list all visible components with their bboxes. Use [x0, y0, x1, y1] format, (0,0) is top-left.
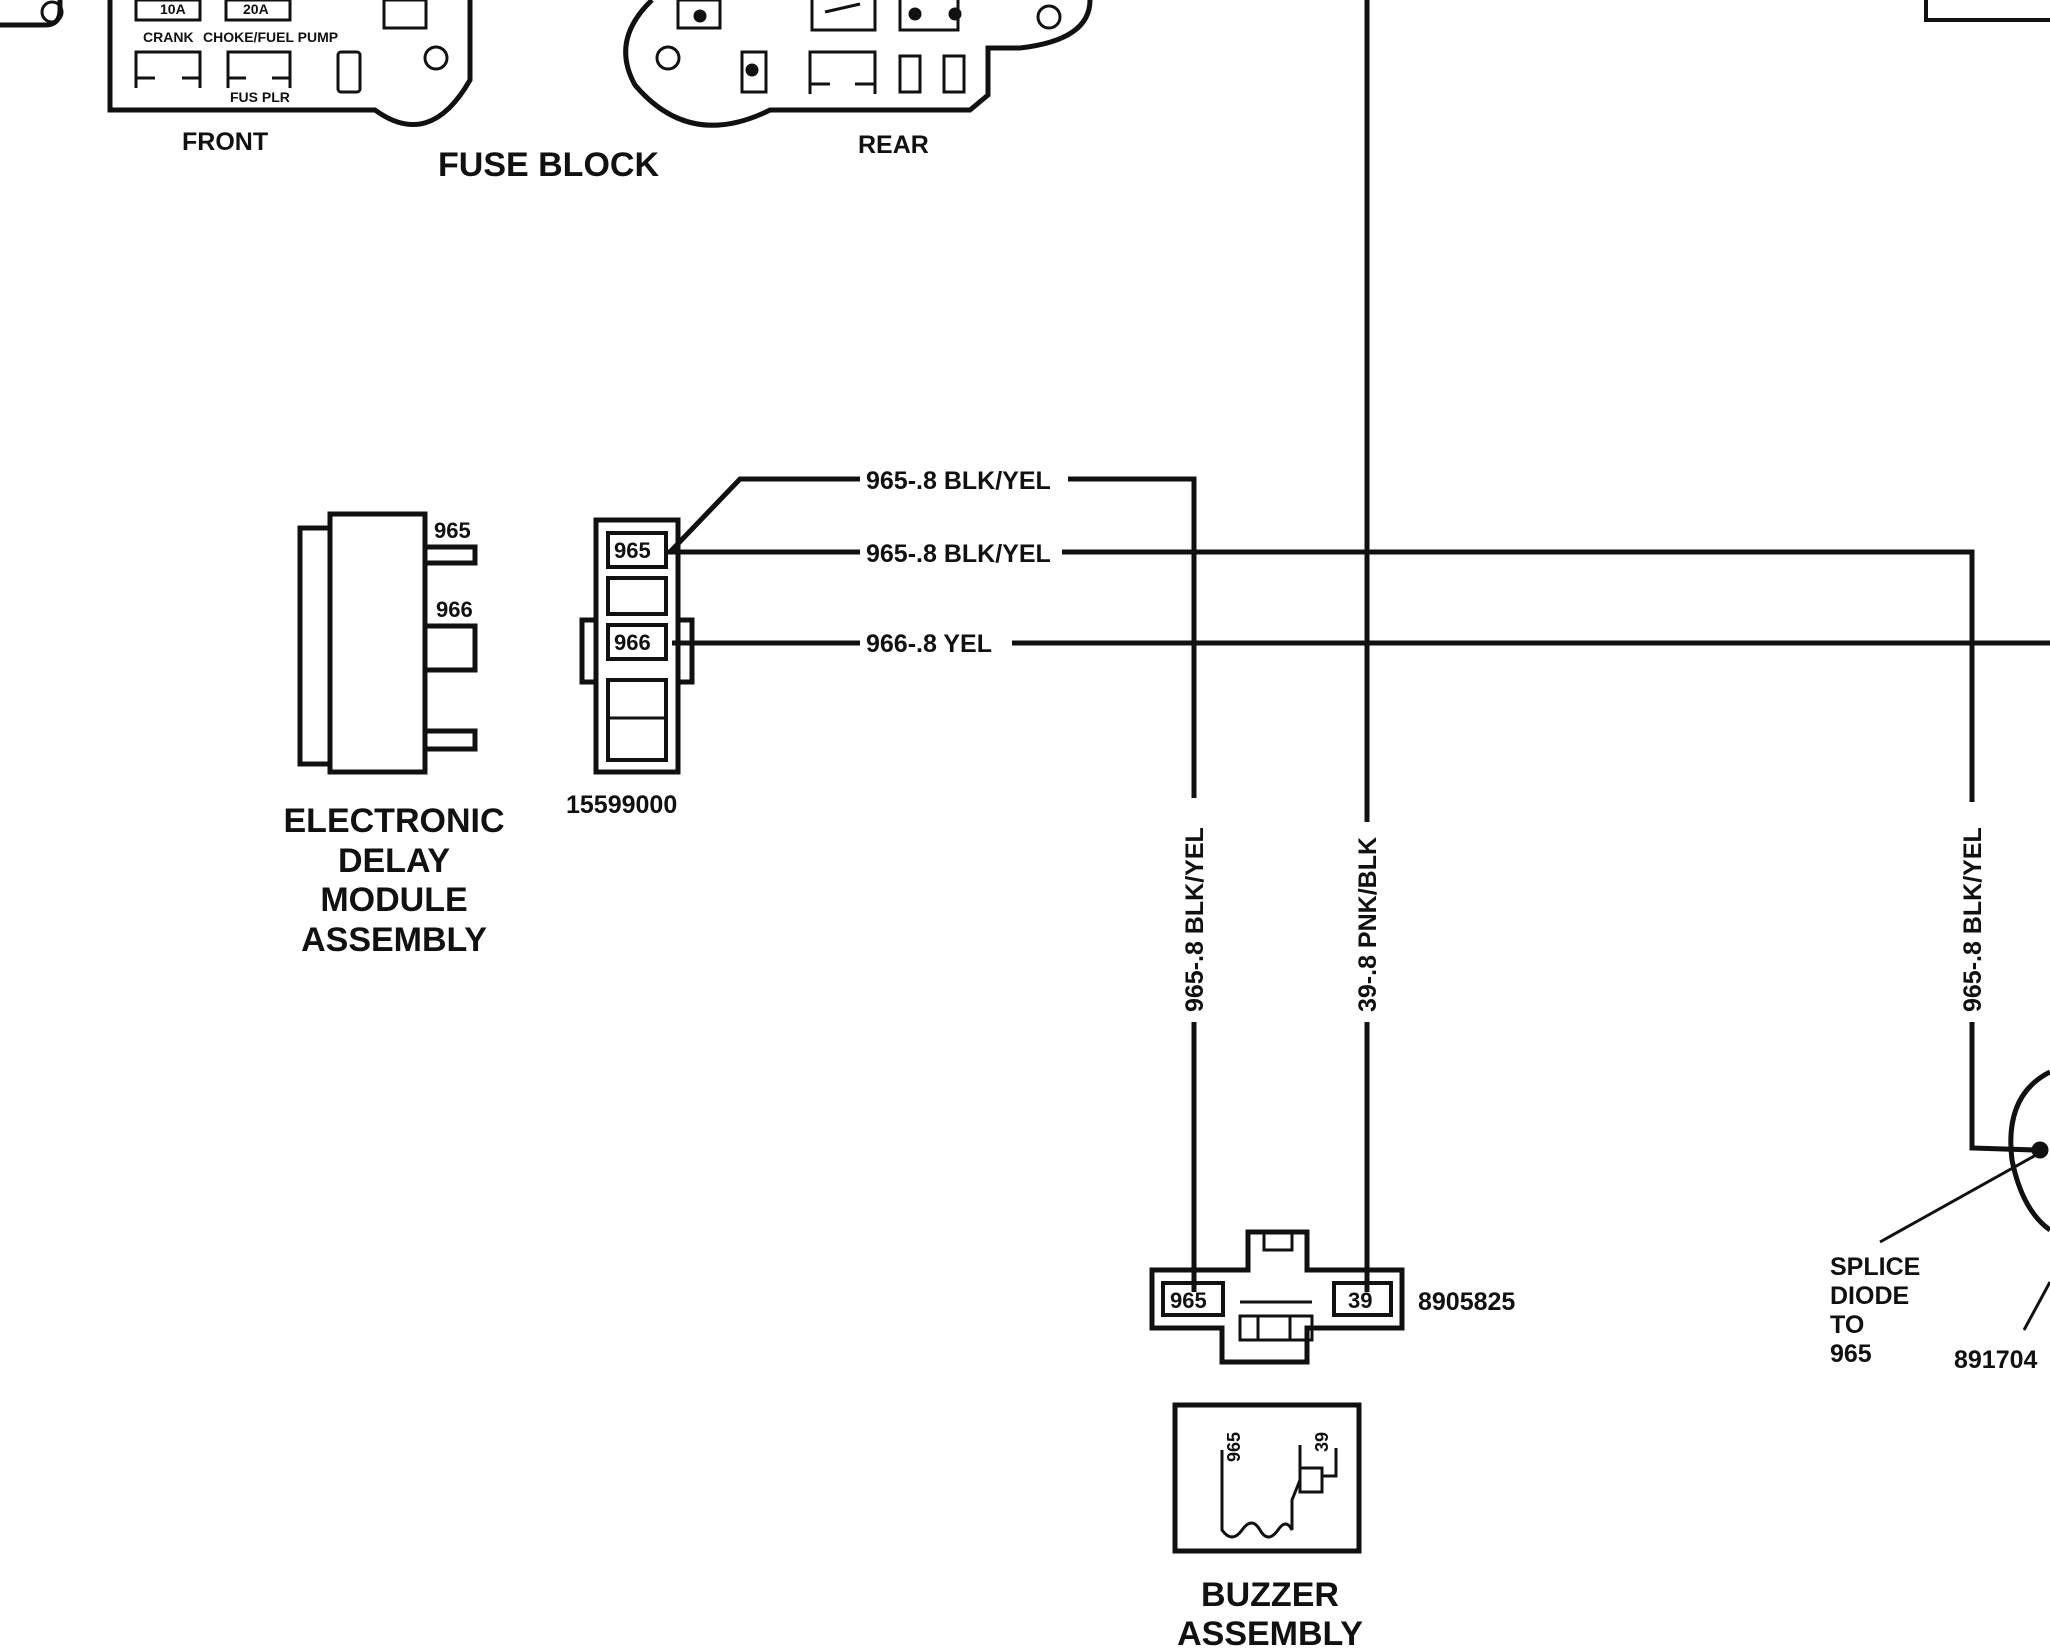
delay-connector-cavity	[606, 623, 668, 661]
relay-slot-icon	[810, 0, 877, 32]
buzzer-connector-part-number: 8905825	[1418, 1288, 1515, 1316]
delay-module-title-line: MODULE	[320, 881, 467, 919]
fuse-block-rear-outline	[623, 0, 1093, 128]
fuse-slot-icon	[676, 0, 722, 30]
buzzer-connector-terminal-label: 965	[1170, 1288, 1207, 1313]
fuse-circuit-label: CHOKE/FUEL PUMP	[203, 29, 338, 45]
splice-part-number: 891704	[1954, 1346, 2038, 1374]
delay-module-pin	[425, 544, 478, 566]
delay-module-pin	[425, 728, 478, 752]
mount-hole-icon	[1036, 4, 1062, 30]
wire-label: 39-.8 PNK/BLK	[1354, 837, 1382, 1012]
buzzer-body	[1172, 1402, 1362, 1554]
terminal-dot-icon	[693, 9, 707, 23]
fuse-rating-label: 20A	[243, 1, 269, 17]
fuse-block-title: FUSE BLOCK	[438, 146, 659, 184]
splice-note-line: 965	[1830, 1340, 1872, 1368]
buzzer-connector-key	[1238, 1300, 1314, 1342]
buzzer-title-line: BUZZER	[1201, 1576, 1339, 1614]
buzzer-terminal-label: 39	[1312, 1432, 1332, 1452]
part-leader-line	[2022, 1281, 2050, 1331]
delay-module-title-line: ELECTRONIC	[284, 802, 505, 840]
delay-connector-lock	[675, 617, 695, 685]
splice-diode-area	[1879, 1069, 2050, 1331]
buzzer-terminal-label: 965	[1224, 1432, 1244, 1462]
fuse-slot-icon	[224, 0, 292, 22]
delay-connector	[579, 517, 695, 775]
splice-connector-outline	[2008, 1069, 2050, 1233]
fuse-slot-icon	[134, 0, 202, 22]
terminal-dot-icon	[948, 7, 962, 21]
splice-dot-icon	[2031, 1141, 2049, 1159]
buzzer-connector-body	[1149, 1229, 1405, 1365]
wire-label: 965-.8 BLK/YEL	[866, 540, 1051, 568]
delay-connector-cavity	[606, 531, 668, 569]
wire-label: 966-.8 YEL	[866, 630, 992, 658]
fuse-block-front-label: FRONT	[182, 128, 268, 156]
delay-connector-cavity	[606, 576, 668, 616]
terminal-dot-icon	[908, 7, 922, 21]
wire-label: 965-.8 BLK/YEL	[866, 467, 1051, 495]
fuse-block	[0, 0, 1093, 128]
wire-965-upper-left	[668, 476, 860, 554]
fuse-slot-icon	[226, 50, 292, 88]
wire-965-splice-drop	[1969, 1022, 2036, 1153]
fuse-circuit-label: FUS PLR	[230, 89, 290, 105]
splice-leader-line	[1879, 1153, 2037, 1244]
mount-hole-icon	[655, 45, 681, 71]
delay-module-terminal-label: 965	[434, 518, 471, 543]
fuse-slot-icon	[898, 54, 922, 94]
delay-connector-lock	[579, 617, 599, 685]
fuse-slot-icon	[382, 0, 428, 30]
delay-module-title-line: DELAY	[338, 842, 450, 880]
buzzer-connector-latch	[1262, 1230, 1294, 1252]
delay-module-body	[327, 511, 428, 775]
delay-connector-terminal-label: 966	[614, 630, 651, 655]
buzzer-contact-lead	[1322, 1448, 1338, 1478]
buzzer-assembly	[1172, 1402, 1362, 1554]
delay-module-terminal-label: 966	[436, 597, 473, 622]
delay-connector-cavity	[606, 678, 668, 762]
delay-module	[297, 511, 478, 775]
delay-module-title-line: ASSEMBLY	[301, 921, 487, 959]
splice-note-line: DIODE	[1830, 1282, 1909, 1310]
wire-965-upper-right	[1068, 476, 1197, 798]
offpage-component-outline	[1924, 0, 2050, 22]
splice-note-line: TO	[1830, 1311, 1864, 1339]
terminal-dot-icon	[745, 63, 759, 77]
buzzer-connector-terminal-label: 39	[1348, 1288, 1372, 1313]
buzzer-connector	[1149, 1229, 1405, 1365]
buzzer-connector-cavity	[1332, 1281, 1393, 1317]
wire-harness	[664, 0, 2050, 1292]
fuse-rating-label: 10A	[160, 1, 186, 17]
fuse-slot-icon	[808, 50, 877, 94]
buzzer-connector-cavity	[1161, 1281, 1225, 1317]
mount-hole-icon	[423, 45, 449, 71]
fuse-block-rear-label: REAR	[858, 131, 929, 159]
fuse-circuit-label: CRANK	[143, 29, 194, 45]
wire-965-middle-right	[1062, 549, 1975, 802]
wire-label: 965-.8 BLK/YEL	[1959, 827, 1987, 1012]
fuse-slot-icon	[336, 50, 362, 94]
delay-connector-terminal-label: 965	[614, 538, 651, 563]
delay-module-pin	[425, 623, 478, 673]
splice-note-line: SPLICE	[1830, 1253, 1920, 1281]
wire-label: 965-.8 BLK/YEL	[1181, 827, 1209, 1012]
fuse-slot-icon	[134, 50, 202, 88]
buzzer-contact-icon	[1298, 1466, 1324, 1494]
mount-hole-icon	[40, 0, 64, 24]
fuse-slot-icon	[942, 54, 966, 94]
buzzer-title-line: ASSEMBLY	[1177, 1615, 1363, 1648]
fuse-slot-icon	[740, 50, 768, 94]
buzzer-coil-icon	[1220, 1445, 1302, 1539]
delay-connector-part-number: 15599000	[566, 791, 677, 819]
